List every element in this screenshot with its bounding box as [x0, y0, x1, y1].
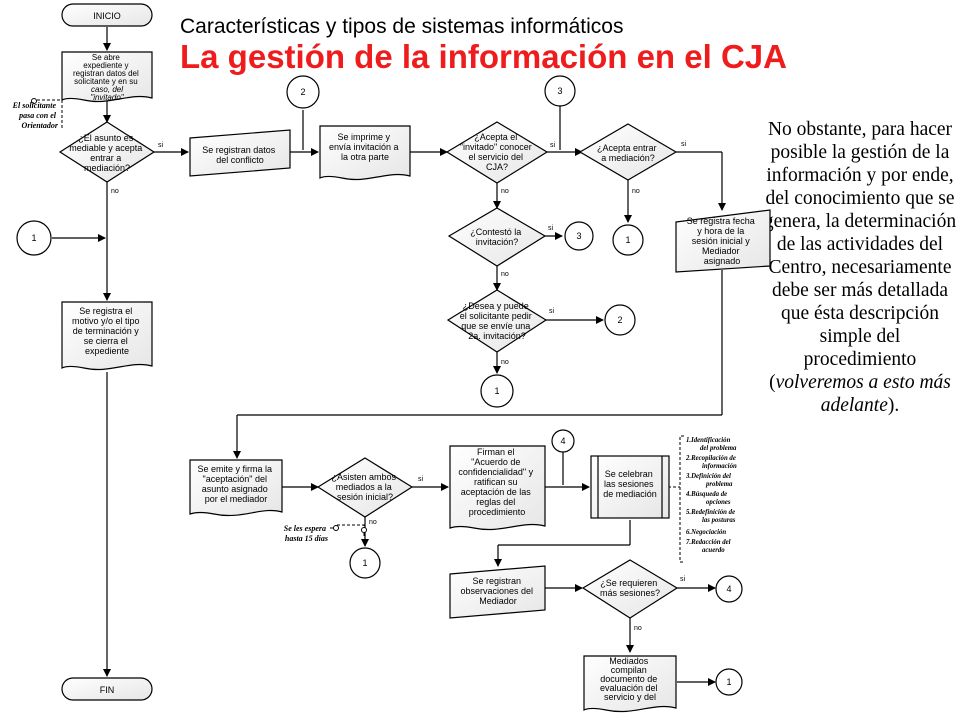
sessions-process [590, 455, 670, 519]
sessions-label: Se celebran las sesiones de mediación [603, 469, 657, 499]
connector-3-top [544, 75, 576, 107]
start-terminator [61, 3, 153, 27]
si-label: si [549, 308, 555, 315]
page-title: La gestión de la información en el CJA [180, 38, 787, 75]
accept-service-decision [445, 121, 549, 184]
connector-4-top-label: 4 [560, 436, 565, 446]
attend-decision [316, 457, 414, 518]
connector-1-bottom-label: 1 [726, 677, 731, 687]
connector-2-right [604, 304, 636, 336]
wait-note: Se les espera hasta 15 días [284, 524, 328, 543]
start-label: INICIO [93, 11, 121, 21]
mediable-decision [58, 121, 156, 183]
connector-lines [52, 27, 726, 686]
no-label: no [501, 188, 509, 195]
connector-1-attend-label: 1 [362, 558, 367, 568]
accept-service-label: ¿Acepta el "invitado" conocer el servici… [460, 132, 534, 172]
close-file-document [61, 301, 153, 371]
more-sessions-decision [581, 559, 679, 619]
connector-1-bottom [715, 668, 743, 696]
si-label: si [550, 142, 556, 149]
conflict-data-input [189, 129, 291, 177]
connector-1-mediation [612, 224, 644, 256]
evaluation-label: Mediados compilan documento de evaluació… [600, 656, 660, 702]
connector-2-top [286, 75, 320, 109]
schedule-label: Se registra fecha y hora de la sesión in… [687, 216, 758, 266]
no-label: no [501, 359, 509, 366]
no-label: no [501, 271, 509, 278]
connector-3-right [564, 221, 594, 251]
connector-1-invitation-label: 1 [494, 386, 499, 396]
connector-4-right [715, 575, 743, 603]
page-subtitle: Características y tipos de sistemas info… [180, 15, 624, 38]
si-label: si [158, 142, 164, 149]
si-label: si [680, 576, 686, 583]
si-label: si [548, 225, 554, 232]
second-invitation-label: ¿Desea y puede el solicitante pedir que … [460, 301, 535, 341]
accept-mediation-label: ¿Acepta entrar a mediación? [597, 143, 659, 163]
connector-1-invitation [480, 374, 514, 408]
end-label: FIN [100, 685, 115, 695]
confidentiality-label: Firman el "Acuerdo de confidencialidad" … [458, 447, 535, 517]
connector-4-right-label: 4 [726, 584, 731, 594]
connector-4-top [551, 429, 575, 453]
mediation-steps-list: 1.Identificación del problema 2.Recopila… [685, 437, 738, 554]
observations-label: Se registran observaciones del Mediador [460, 576, 535, 606]
second-invitation-decision [446, 289, 548, 353]
connector-3-right-label: 3 [576, 231, 581, 241]
connector-1-left [16, 220, 52, 256]
confidentiality-document [449, 445, 546, 531]
print-invitation-label: Se imprime y envía invitación a la otra … [329, 132, 401, 162]
acceptance-label: Se emite y firma la "aceptación" del asu… [197, 464, 274, 504]
mediable-label: ¿El asunto es mediable y acepta entrar a… [69, 133, 145, 173]
side-text-italic: volveremos a esto más adelante [775, 372, 951, 416]
conflict-data-label: Se registran datos del conflicto [202, 145, 278, 165]
side-text-main: No obstante, para hacer posible la gesti… [763, 119, 957, 393]
si-label: si [418, 476, 424, 483]
connector-2-right-label: 2 [617, 315, 622, 325]
side-paragraph: No obstante, para hacer posible la gesti… [762, 118, 958, 417]
no-label: no [634, 625, 642, 632]
connector-1-mediation-label: 1 [625, 235, 630, 245]
open-file-label: Se abre expediente y registran datos del… [73, 53, 141, 102]
replied-decision [447, 207, 547, 267]
si-label: si [681, 141, 687, 148]
print-invitation-document [319, 125, 411, 181]
connector-1-left-label: 1 [31, 233, 36, 243]
more-sessions-label: ¿Se requieren más sesiones? [600, 578, 660, 598]
attend-label: ¿Asisten ambos mediados a la sesión inic… [331, 472, 398, 502]
end-terminator [61, 677, 153, 701]
connector-1-attend [349, 547, 381, 579]
acceptance-document [189, 459, 283, 517]
schedule-input [675, 209, 771, 273]
no-label: no [111, 188, 119, 195]
connector-3-top-label: 3 [557, 86, 562, 96]
side-text-end: ). [887, 395, 900, 416]
evaluation-document [583, 655, 677, 713]
accept-mediation-decision [578, 123, 678, 181]
no-label: no [369, 519, 377, 526]
observations-input [449, 565, 546, 619]
solicitante-note: El solicitante pasa con el Orientador [12, 101, 59, 130]
no-label: no [632, 188, 640, 195]
open-file-document [61, 51, 153, 103]
close-file-label: Se registra el motivo y/o el tipo de ter… [72, 306, 142, 356]
connector-2-top-label: 2 [300, 87, 305, 97]
replied-label: ¿Contestó la invitación? [470, 227, 524, 247]
